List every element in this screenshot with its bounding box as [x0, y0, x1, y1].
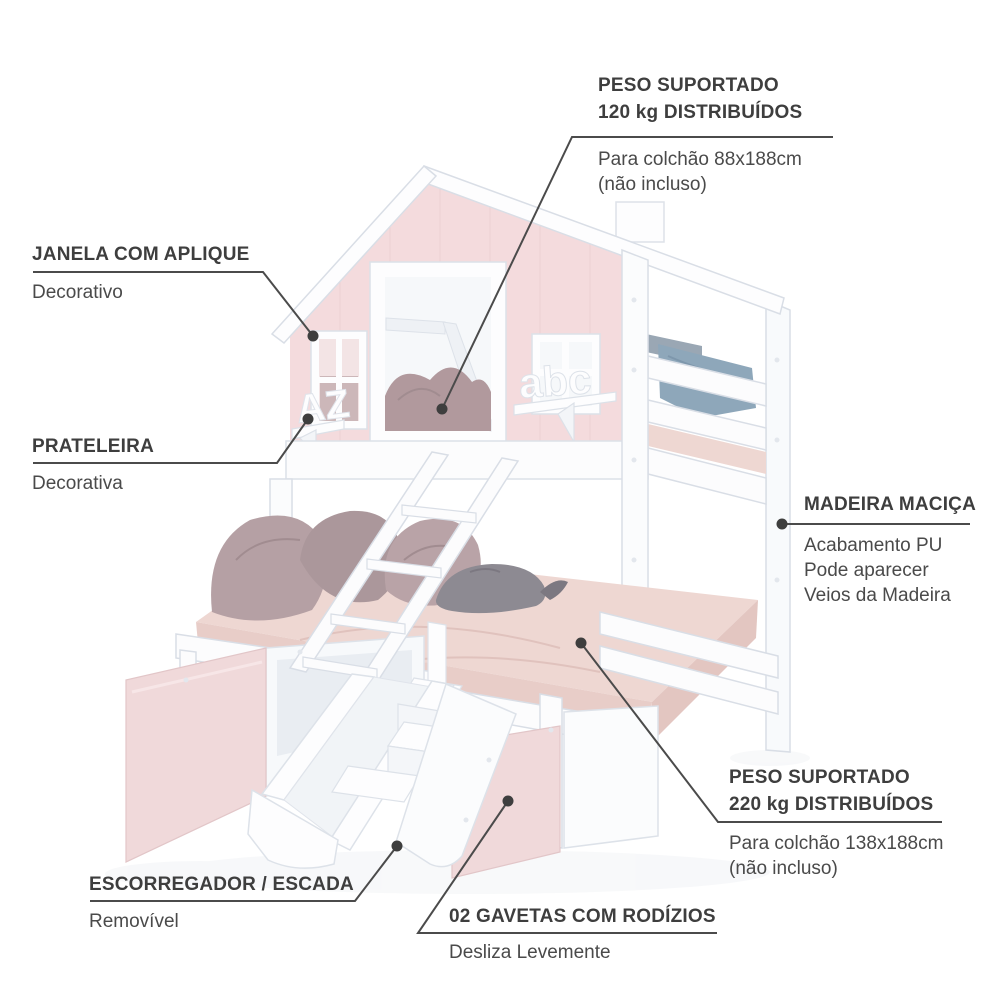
lower-mattress-right: [650, 600, 758, 744]
top-mattress-edge: [648, 424, 766, 474]
leader-dot: [502, 795, 514, 807]
leader-drawers: [416, 800, 717, 934]
callout-sub-line: Acabamento PU: [804, 535, 943, 556]
callout-title-line: 02 GAVETAS COM RODÍZIOS: [449, 906, 716, 927]
callout-sub-line: Pode aparecer: [804, 560, 929, 581]
underbed-drawer-white-face: [563, 705, 659, 849]
foot-rail-1: [599, 611, 779, 679]
whale-tail: [540, 580, 568, 600]
ladder-rung: [401, 504, 477, 524]
pillow: [211, 515, 327, 621]
eave-beam: [270, 164, 438, 345]
drawer-pink-front: [125, 647, 267, 863]
foot-rail-2: [599, 645, 779, 715]
callout-shelf-title: PRATELEIRA: [32, 433, 154, 460]
ladder-rung: [330, 613, 406, 635]
callout-title-line: PESO SUPORTADO: [598, 75, 779, 96]
leader-dot: [302, 413, 314, 425]
left-shelf: [291, 419, 345, 440]
upper-deck-band: [285, 440, 649, 480]
callout-window-title: JANELA COM APLIQUE: [32, 241, 250, 268]
callout-title-line: 120 kg DISTRIBUÍDOS: [598, 102, 803, 123]
callout-bottom-weight-sub: Para colchão 138x188cm (não incluso): [729, 831, 943, 881]
ladder: [288, 451, 520, 685]
callout-sub-line: Removível: [89, 911, 179, 932]
callout-title-line: PESO SUPORTADO: [729, 767, 910, 788]
callout-shelf-sub: Decorativa: [32, 471, 123, 496]
front-wall-features: AZ abc: [291, 261, 617, 458]
callout-window-sub: Decorativo: [32, 280, 123, 305]
callout-wood-sub: Acabamento PU Pode aparecer Veios da Mad…: [804, 533, 951, 608]
leader-shelf: [33, 418, 309, 464]
callout-top-weight-title: PESO SUPORTADO 120 kg DISTRIBUÍDOS: [598, 72, 802, 126]
callout-drawers-title: 02 GAVETAS COM RODÍZIOS: [449, 903, 716, 930]
bolt-details: [183, 297, 780, 823]
slide-foot: [247, 788, 339, 869]
callout-title-line: PRATELEIRA: [32, 436, 154, 457]
callout-sub-line: Decorativo: [32, 282, 123, 303]
stairs: [331, 682, 517, 868]
callout-wood-title: MADEIRA MACIÇA: [804, 491, 976, 518]
callout-slide-sub: Removível: [89, 909, 179, 934]
callout-sub-line: Para colchão 88x188cm: [598, 149, 802, 170]
callout-top-weight-sub: Para colchão 88x188cm (não incluso): [598, 147, 802, 197]
callout-sub-line: Desliza Levemente: [449, 942, 611, 963]
leader-lines: [33, 136, 970, 934]
leader-top-weight: [441, 136, 833, 410]
leader-window: [33, 271, 314, 337]
right-shelf-bracket: [557, 401, 575, 445]
callout-sub-line: (não incluso): [598, 174, 707, 195]
chimney: [615, 201, 665, 243]
leader-dot: [436, 403, 448, 415]
callout-bottom-weight-title: PESO SUPORTADO 220 kg DISTRIBUÍDOS: [729, 764, 933, 818]
callout-sub-line: (não incluso): [729, 858, 838, 879]
stair-step: [331, 765, 421, 803]
leader-dot: [307, 330, 319, 342]
leader-dot: [575, 637, 587, 649]
callout-title-line: 220 kg DISTRIBUÍDOS: [729, 794, 934, 815]
callout-title-line: MADEIRA MACIÇA: [804, 494, 977, 515]
callout-sub-line: Para colchão 138x188cm: [729, 833, 944, 854]
leader-dot: [776, 518, 788, 530]
right-shelf: [513, 391, 617, 416]
callout-drawers-sub: Desliza Levemente: [449, 940, 611, 965]
callout-slide-title: ESCORREGADOR / ESCADA: [89, 871, 354, 898]
leader-slide: [90, 845, 398, 902]
whale-plush: [435, 564, 546, 614]
leader-dots: [302, 330, 788, 852]
ladder-rung: [366, 558, 442, 579]
leader-dot: [391, 840, 403, 852]
leader-bottom-weight: [580, 642, 942, 823]
stair-side-panel: [395, 682, 517, 868]
callout-title-line: JANELA COM APLIQUE: [32, 244, 250, 265]
upper-duvet: [385, 367, 491, 431]
callout-title-line: ESCORREGADOR / ESCADA: [89, 874, 354, 895]
callout-sub-line: Veios da Madeira: [804, 585, 951, 606]
callout-sub-line: Decorativa: [32, 473, 123, 494]
pillow: [300, 510, 401, 603]
